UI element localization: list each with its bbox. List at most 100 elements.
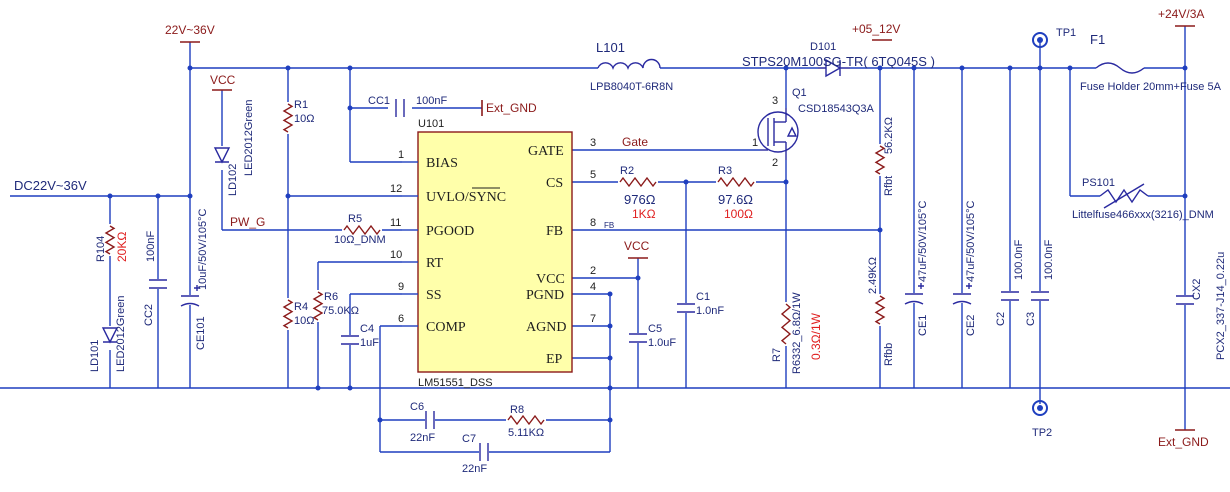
ic-u101: U101 LM51551_DSS 1 12 11 10 9 6 BIAS UVL… <box>390 118 596 389</box>
inductor-l101: L101 LPB8040T-6R8N <box>590 40 673 93</box>
q1-pin: 3 <box>772 95 778 107</box>
f1-value: Fuse Holder 20mm+Fuse 5A <box>1080 81 1222 93</box>
mosfet-q1: Q1 CSD18543Q3A 1 2 3 <box>752 87 874 169</box>
r104-value: 20KΩ <box>115 232 129 262</box>
c4-value: 1uF <box>360 337 379 349</box>
c2-ref: C2 <box>995 312 1007 326</box>
l101-ref: L101 <box>596 40 625 55</box>
cc1-value: 100nF <box>416 95 447 107</box>
pin-name-vcc: VCC <box>536 272 565 287</box>
c1-capacitor <box>676 303 696 313</box>
diode-d101: D101 STPS20M100SG-TR( 6TQ045S ) <box>742 41 935 78</box>
r104-resistor <box>104 224 116 256</box>
rfbt-ref: Rfbt <box>883 176 895 196</box>
ce2-capacitor <box>952 283 972 305</box>
pin-name-pgnd: PGND <box>526 288 564 303</box>
r1-value: 10Ω <box>294 113 314 125</box>
net-dc-in: DC22V~36V <box>14 178 87 193</box>
c1-value: 1.0nF <box>696 305 724 317</box>
pin-name-bias: BIAS <box>426 156 458 171</box>
c6-value: 22nF <box>410 432 435 444</box>
cx2-capacitor <box>1175 295 1195 305</box>
c5-ref: C5 <box>648 323 662 335</box>
ce1-capacitor <box>904 283 924 305</box>
r5-value: 10Ω_DNM <box>334 234 386 246</box>
pin-num: 7 <box>590 313 596 325</box>
r7-ref: R7 <box>771 348 783 362</box>
pin-num: 3 <box>590 137 596 149</box>
cc1-ref: CC1 <box>368 95 390 107</box>
horizontal-labels: CC1 100nF R5 10Ω_DNM R2 976Ω 1KΩ R3 97.6… <box>334 95 753 475</box>
net-gate: Gate <box>622 135 648 149</box>
rfbt-resistor <box>874 144 886 176</box>
l101-value: LPB8040T-6R8N <box>590 81 673 93</box>
ce101-ref: CE101 <box>195 316 207 350</box>
pin-name-agnd: AGND <box>526 320 566 335</box>
resistors <box>104 102 886 426</box>
pin-name-gate: GATE <box>528 144 564 159</box>
net-ext-gnd-1: Ext_GND <box>486 101 537 115</box>
rfbb-value: 2.49KΩ <box>867 257 879 294</box>
c5-value: 1.0uF <box>648 337 676 349</box>
r1-resistor <box>282 102 294 134</box>
r6-resistor <box>312 290 324 322</box>
tp1-ref: TP1 <box>1056 27 1076 39</box>
ld101-ref: LD101 <box>89 340 101 372</box>
r3-ref: R3 <box>718 165 732 177</box>
r8-resistor <box>506 414 546 426</box>
r7-value: R6332_6.8Ω/1W <box>791 292 803 374</box>
c3-capacitor <box>1030 291 1050 301</box>
rfbb-resistor <box>874 294 886 326</box>
ld101-value: LED2012Green <box>115 296 127 372</box>
c4-ref: C4 <box>360 323 374 335</box>
cc2-value: 100nF <box>145 231 157 262</box>
net-fb: FB <box>604 221 614 230</box>
net-vin: 22V~36V <box>165 23 215 37</box>
rfbt-value: 56.2KΩ <box>883 117 895 154</box>
pin-name-ep: EP <box>546 352 563 367</box>
r8-ref: R8 <box>510 404 524 416</box>
r4-value: 10Ω <box>294 315 314 327</box>
ic-part: LM51551_DSS <box>418 377 493 389</box>
pin-num: 9 <box>398 281 404 293</box>
junctions <box>107 65 1188 423</box>
r4-resistor <box>282 298 294 330</box>
r2-value: 976Ω <box>624 192 656 207</box>
d101-value: STPS20M100SG-TR( 6TQ045S ) <box>742 54 935 69</box>
ld102-ref: LD102 <box>227 164 239 196</box>
c6-ref: C6 <box>410 401 424 413</box>
pin-num: 11 <box>390 217 401 229</box>
r8-value: 5.11KΩ <box>508 427 544 439</box>
ce1-ref: CE1 <box>917 315 929 336</box>
cc2-ref: CC2 <box>143 304 155 326</box>
q1-value: CSD18543Q3A <box>798 103 874 115</box>
testpoint-tp2: TP2 <box>1032 400 1052 439</box>
net-out-right: +24V/3A <box>1158 7 1204 21</box>
pin-num: 2 <box>590 265 596 277</box>
r2-alt-value: 1KΩ <box>632 207 656 221</box>
pin-name-uvlo: UVLO/SYNC <box>426 190 506 205</box>
r5-ref: R5 <box>348 213 362 225</box>
q1-ref: Q1 <box>792 87 807 99</box>
net-out-mid: +05_12V <box>852 22 900 36</box>
ce2-value: 47uF/50V/105°C <box>965 200 977 282</box>
r4-ref: R4 <box>294 301 308 313</box>
led-ld102: LD102 LED2012Green <box>213 100 255 196</box>
cx2-value: PCX2_337-J14_0.22u <box>1215 252 1227 360</box>
c6-capacitor <box>425 410 435 430</box>
q1-pin: 2 <box>772 157 778 169</box>
rfbb-ref: Rfbb <box>883 343 895 366</box>
pin-num: 12 <box>390 183 402 195</box>
led-ld101: LD101 LED2012Green <box>89 296 127 372</box>
pin-name-rt: RT <box>426 256 443 271</box>
ps101-value: Littelfuse466xxx(3216)_DNM <box>1072 209 1214 221</box>
ce2-ref: CE2 <box>965 315 977 336</box>
ld102-value: LED2012Green <box>243 100 255 176</box>
d101-ref: D101 <box>810 41 836 53</box>
pin-name-fb: FB <box>546 224 563 239</box>
r7-alt-value: 0.3Ω/1W <box>809 312 823 360</box>
pin-name-comp: COMP <box>426 320 466 335</box>
fuse-f1: F1 Fuse Holder 20mm+Fuse 5A <box>1080 32 1222 93</box>
cx2-ref: CX2 <box>1191 279 1203 300</box>
